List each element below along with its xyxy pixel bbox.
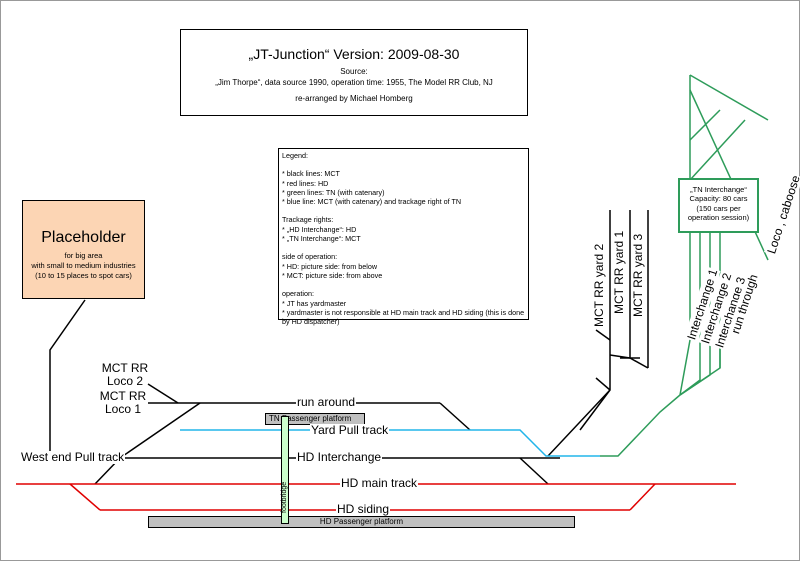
source-text: „Jim Thorpe“, data source 1990, operatio… xyxy=(215,78,493,87)
tn-ladder-3 xyxy=(689,119,746,181)
placeholder-connector-track xyxy=(49,299,86,458)
source-label: Source: xyxy=(340,67,368,76)
run-around-west-lead xyxy=(119,402,201,459)
hd-siding-east-lead xyxy=(629,483,656,511)
placeholder-box: Placeholder for big area with small to m… xyxy=(22,200,145,299)
rights-line: * „HD Interchange“: HD xyxy=(282,224,357,234)
legend-line: * blue line: MCT (with catenary) and tra… xyxy=(282,197,462,207)
footbridge: footbridge xyxy=(281,416,289,524)
tn-main-track xyxy=(679,75,691,396)
mct-loco2-line: Loco 2 xyxy=(106,374,144,388)
yard-pull-label: Yard Pull track xyxy=(310,423,390,437)
east-connector xyxy=(519,457,549,485)
mct-loco1-label: MCT RR Loco 1 xyxy=(96,390,150,416)
operation-line: * yardmaster is not responsible at HD ma… xyxy=(282,307,525,327)
tn-interchange-line: Capacity: 80 cars xyxy=(689,194,748,204)
credit-text: re-arranged by Michael Homberg xyxy=(295,94,413,103)
operation-line: * JT has yardmaster xyxy=(282,298,347,308)
legend-line: * red lines: HD xyxy=(282,178,329,188)
placeholder-line: (10 to 15 places to spot cars) xyxy=(35,271,132,280)
yard-lead-spur xyxy=(595,329,611,341)
operation-heading: operation: xyxy=(282,289,314,299)
loco2-track xyxy=(147,383,179,404)
side-line: * HD: picture side: from below xyxy=(282,261,378,271)
tn-interchange-line: „TN Interchange“ xyxy=(690,185,747,194)
yard-throat xyxy=(579,389,611,431)
mct-loco2-line: MCT RR xyxy=(101,361,149,375)
mct-loco1-line: Loco 1 xyxy=(104,402,142,416)
west-end-pull-label: West end Pull track xyxy=(20,450,126,464)
yard-3-label: MCT RR yard 3 xyxy=(631,232,645,318)
placeholder-title: Placeholder xyxy=(41,229,126,246)
hd-siding-west-lead xyxy=(69,483,101,511)
yard-3-connector xyxy=(629,357,649,369)
tn-interchange-line: (150 cars per xyxy=(696,203,741,213)
tn-ladder xyxy=(689,74,769,121)
legend-line: * green lines: TN (with catenary) xyxy=(282,187,385,197)
tn-interchange-line: operation session) xyxy=(687,213,750,223)
diagram-title: „JT-Junction“ Version: 2009-08-30 xyxy=(248,46,460,62)
hd-siding-label: HD siding xyxy=(336,502,391,516)
run-around-label: run around xyxy=(296,395,357,409)
side-line: * MCT: picture side: from above xyxy=(282,270,383,280)
placeholder-line: with small to medium industries xyxy=(31,261,136,270)
tn-interchange-box: „TN Interchange“ Capacity: 80 cars (150 … xyxy=(678,178,759,233)
rights-heading: Trackage rights: xyxy=(282,215,334,225)
yard-1-label: MCT RR yard 1 xyxy=(612,229,626,315)
yard-2-label: MCT RR yard 2 xyxy=(592,242,606,328)
hd-interchange-label: HD Interchange xyxy=(296,450,383,464)
placeholder-line: for big area xyxy=(64,251,103,260)
yard-pull-track xyxy=(180,429,600,457)
yard-lead-spur xyxy=(595,377,611,391)
hd-passenger-platform: HD Passenger platform xyxy=(148,516,575,528)
title-box: „JT-Junction“ Version: 2009-08-30 Source… xyxy=(180,29,528,116)
yard-connector xyxy=(609,354,631,359)
tn-lead-track xyxy=(600,394,681,457)
legend-box: Legend: * black lines: MCT * red lines: … xyxy=(278,148,529,326)
legend-heading: Legend: xyxy=(282,151,308,160)
mct-loco1-line: MCT RR xyxy=(99,389,147,403)
tn-ladder-2 xyxy=(689,109,721,141)
tn-caboose-track xyxy=(689,89,769,261)
side-heading: side of operation: xyxy=(282,252,338,262)
footbridge-label: footbridge xyxy=(281,481,288,513)
legend-line: * black lines: MCT xyxy=(282,169,340,179)
mct-loco2-label: MCT RR Loco 2 xyxy=(100,362,150,388)
rights-line: * „TN Interchange“: MCT xyxy=(282,234,361,244)
hd-main-label: HD main track xyxy=(340,476,419,490)
run-around-east-lead xyxy=(439,402,471,431)
